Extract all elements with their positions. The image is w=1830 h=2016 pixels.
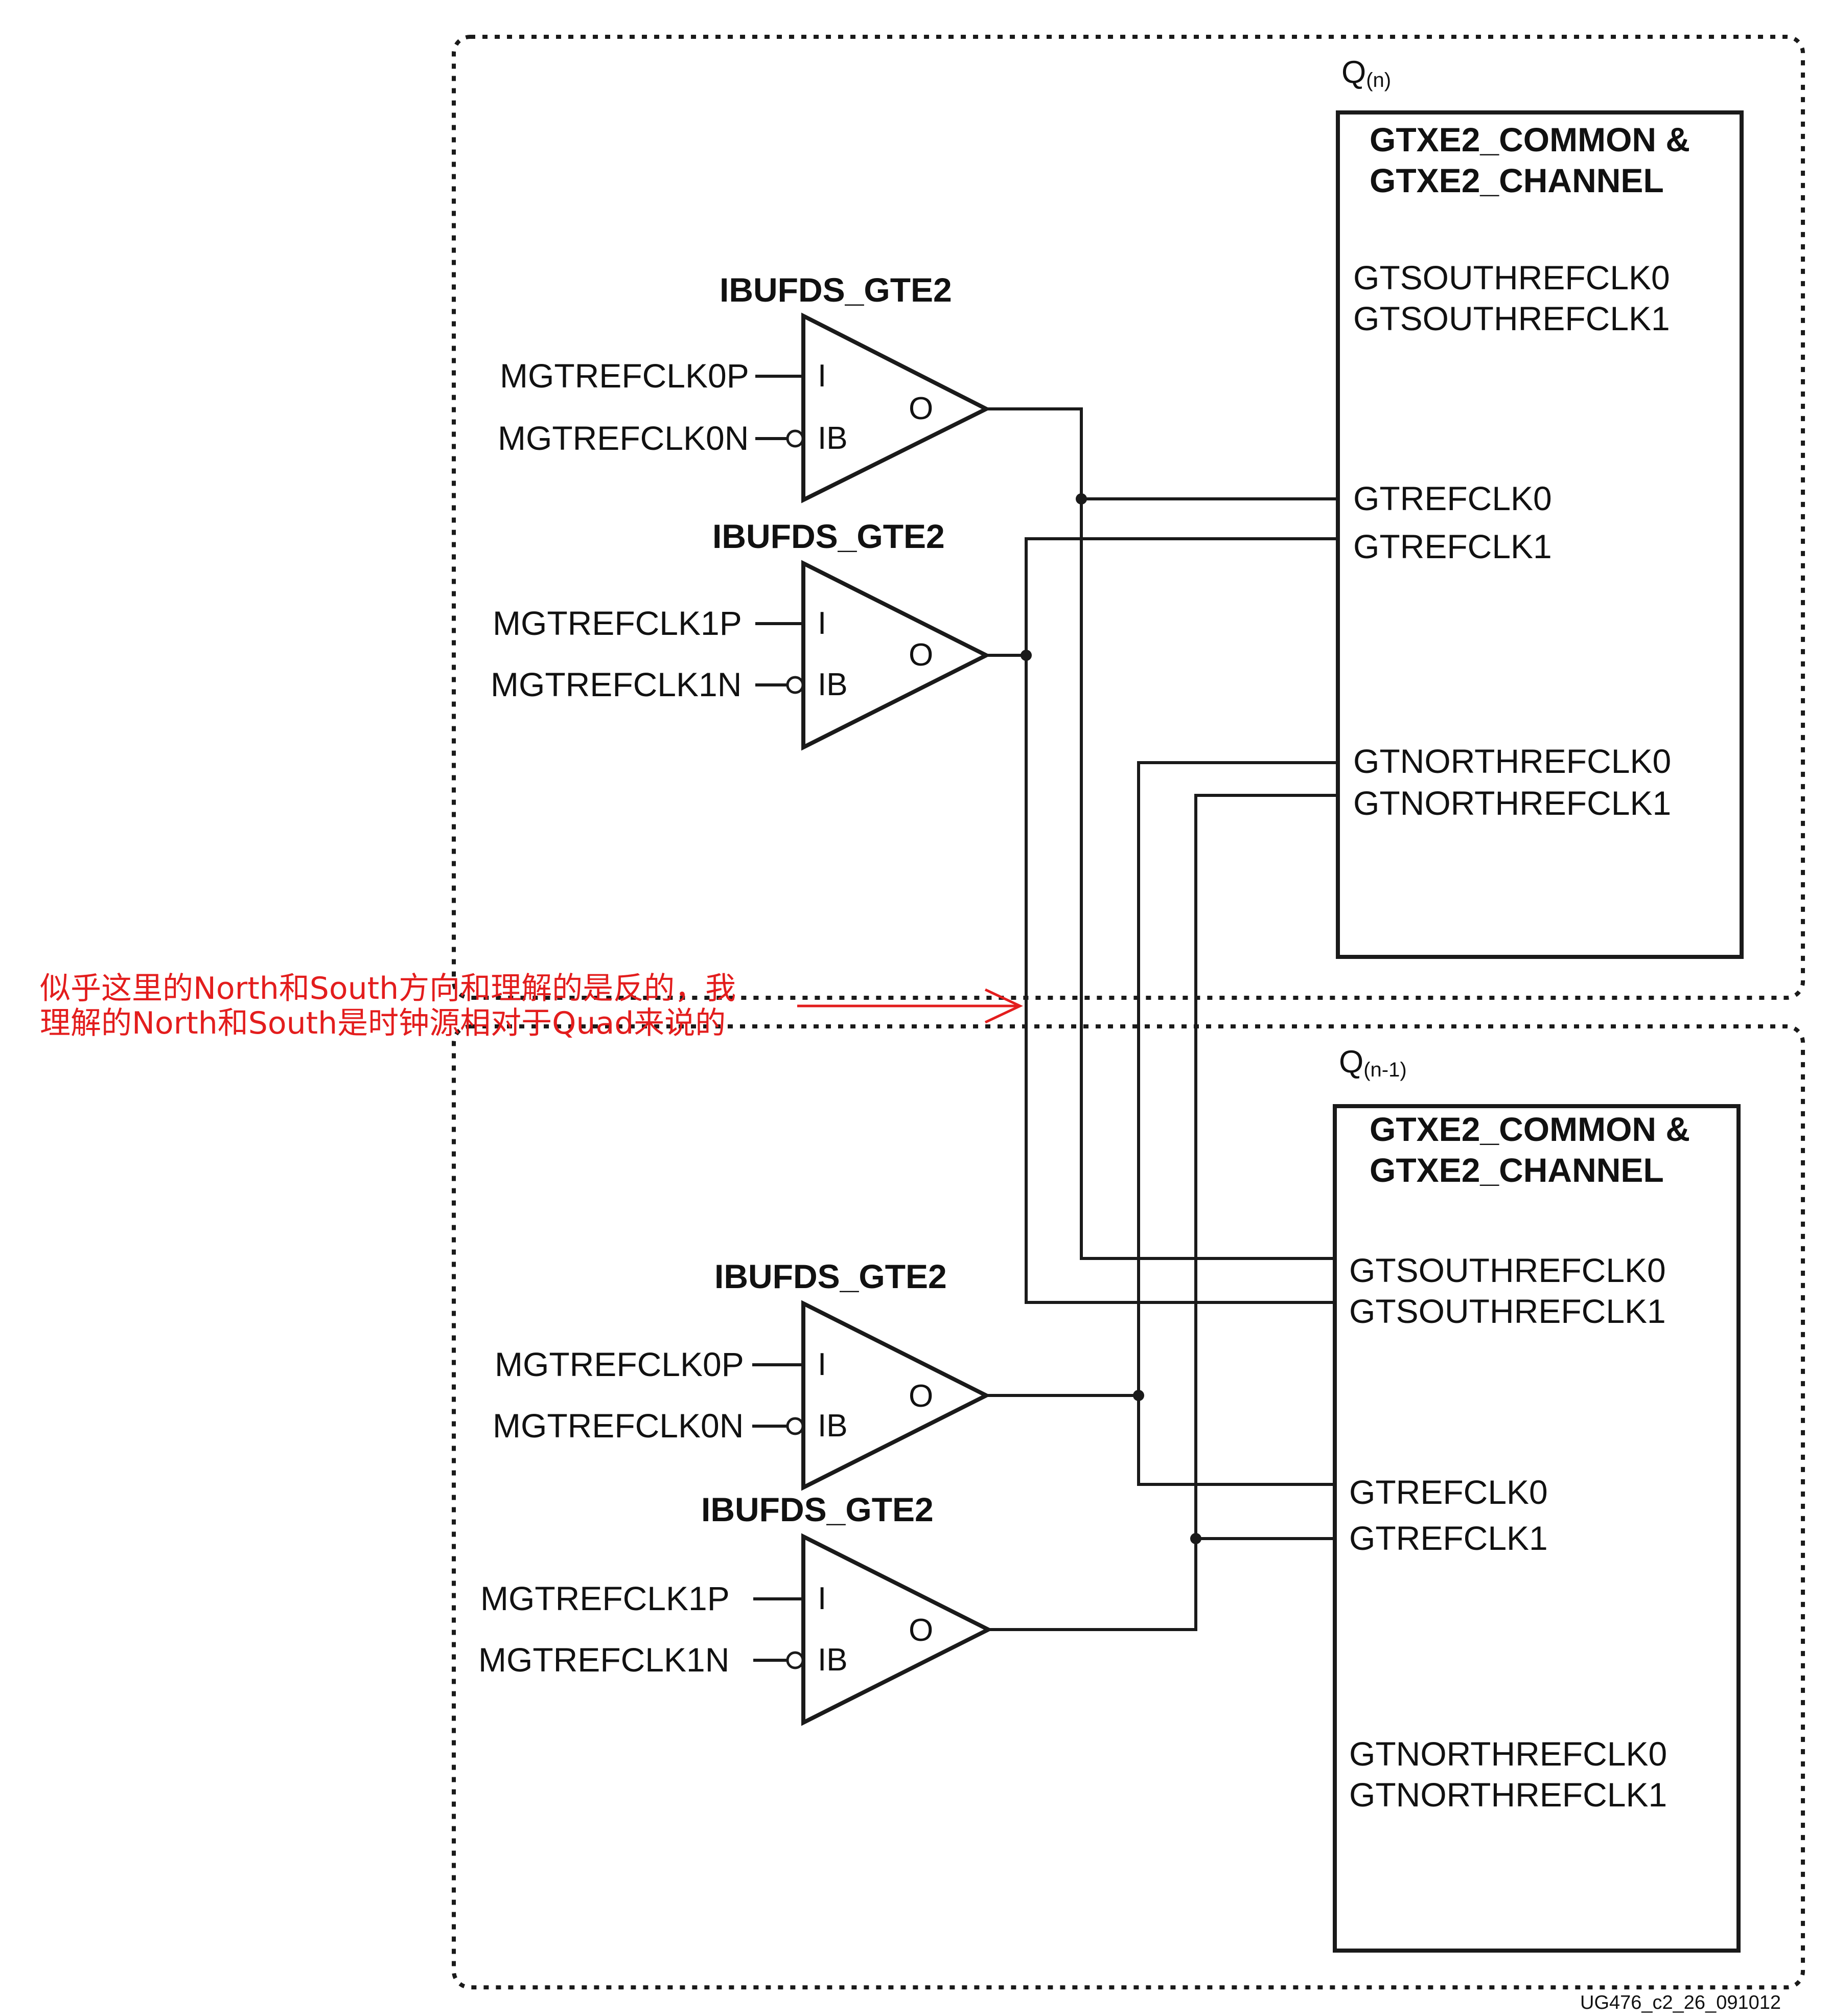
port-lower-gtnorthrefclk1: GTNORTHREFCLK1 xyxy=(1349,1776,1667,1814)
input-mgtrefclk0p: MGTREFCLK0P xyxy=(495,1345,744,1383)
ibufds-lower-1-title: IBUFDS_GTE2 xyxy=(701,1491,934,1528)
quad-n-1-label: Q(n-1) xyxy=(1339,1044,1407,1081)
pin-ib: IB xyxy=(818,667,848,702)
port-lower-gtrefclk1: GTREFCLK1 xyxy=(1349,1519,1548,1557)
junction-dot xyxy=(1133,1390,1144,1401)
input-mgtrefclk1p: MGTREFCLK1P xyxy=(493,604,742,642)
port-upper-gtrefclk0: GTREFCLK0 xyxy=(1353,479,1552,517)
port-upper-gtsouthrefclk0: GTSOUTHREFCLK0 xyxy=(1353,259,1670,296)
wire-upper-refclk0-net xyxy=(986,407,1335,1260)
port-upper-gtsouthrefclk1: GTSOUTHREFCLK1 xyxy=(1353,300,1670,337)
pin-i: I xyxy=(818,606,826,641)
gtxe2-block-lower-title-2: GTXE2_CHANNEL xyxy=(1370,1151,1664,1189)
buffer-triangle xyxy=(801,312,991,503)
buffer-triangle xyxy=(801,1533,993,1726)
input-mgtrefclk1n: MGTREFCLK1N xyxy=(478,1641,729,1679)
inversion-bubble xyxy=(786,1651,804,1669)
ibufds-lower-0: IBUFDS_GTE2 MGTREFCLK0P MGTREFCLK0N I IB… xyxy=(493,1257,991,1491)
port-lower-gtrefclk0: GTREFCLK0 xyxy=(1349,1473,1548,1511)
annotation-note: 似乎这里的North和South方向和理解的是反的，我 理解的North和Sou… xyxy=(40,971,1023,1041)
gtxe2-block-upper-title-2: GTXE2_CHANNEL xyxy=(1370,162,1664,199)
ibufds-upper-1: IBUFDS_GTE2 MGTREFCLK1P MGTREFCLK1N I IB… xyxy=(491,517,991,751)
inversion-bubble xyxy=(786,429,804,448)
gtxe2-block-lower xyxy=(1333,1104,1741,1953)
pin-o: O xyxy=(909,1379,933,1414)
gtxe2-block-upper-title-1: GTXE2_COMMON & xyxy=(1370,121,1690,158)
quad-n-label: Q(n) xyxy=(1341,55,1391,91)
annotation-arrow-head xyxy=(984,988,1023,1024)
quad-n-border xyxy=(452,35,1805,1000)
pin-o: O xyxy=(909,1613,933,1648)
quad-n-1-border xyxy=(452,1024,1805,1989)
port-upper-gtnorthrefclk0: GTNORTHREFCLK0 xyxy=(1353,742,1671,780)
pin-o: O xyxy=(909,637,933,673)
wire-lower-refclk1-net xyxy=(988,794,1338,1631)
figure-id: UG476_c2_26_091012 xyxy=(1580,1992,1781,2013)
port-upper-gtrefclk1: GTREFCLK1 xyxy=(1353,528,1552,565)
pin-ib: IB xyxy=(818,421,848,456)
ibufds-upper-0-title: IBUFDS_GTE2 xyxy=(720,271,952,309)
input-mgtrefclk0n: MGTREFCLK0N xyxy=(498,419,749,457)
port-lower-gtsouthrefclk1: GTSOUTHREFCLK1 xyxy=(1349,1292,1666,1330)
ibufds-upper-1-title: IBUFDS_GTE2 xyxy=(712,517,945,555)
inversion-bubble xyxy=(786,1417,804,1435)
pin-i: I xyxy=(818,1347,826,1382)
port-upper-gtnorthrefclk1: GTNORTHREFCLK1 xyxy=(1353,784,1671,822)
input-mgtrefclk0p: MGTREFCLK0P xyxy=(500,357,749,395)
inversion-bubble xyxy=(786,676,804,694)
ibufds-upper-0: IBUFDS_GTE2 MGTREFCLK0P MGTREFCLK0N I IB… xyxy=(498,271,991,503)
buffer-triangle xyxy=(801,560,991,751)
pin-i: I xyxy=(818,1581,826,1616)
input-mgtrefclk1p: MGTREFCLK1P xyxy=(480,1579,730,1617)
annotation-line-1: 似乎这里的North和South方向和理解的是反的，我 xyxy=(40,971,736,1006)
input-mgtrefclk1n: MGTREFCLK1N xyxy=(491,666,742,703)
annotation-line-2: 理解的North和South是时钟源相对于Quad来说的 xyxy=(40,1005,726,1041)
junction-dot xyxy=(1190,1533,1201,1544)
pin-o: O xyxy=(909,391,933,426)
wire-lower-refclk0-net xyxy=(1137,761,1338,1486)
pin-ib: IB xyxy=(818,1408,848,1444)
input-mgtrefclk0n: MGTREFCLK0N xyxy=(493,1407,744,1445)
port-lower-gtsouthrefclk0: GTSOUTHREFCLK0 xyxy=(1349,1251,1666,1289)
junction-dot xyxy=(1076,493,1087,505)
gtxe2-block-upper xyxy=(1336,110,1744,959)
ibufds-lower-1: IBUFDS_GTE2 MGTREFCLK1P MGTREFCLK1N I IB… xyxy=(478,1491,993,1726)
buffer-triangle xyxy=(801,1300,991,1491)
clock-routing xyxy=(986,407,1338,1631)
port-lower-gtnorthrefclk0: GTNORTHREFCLK0 xyxy=(1349,1735,1667,1773)
wire-upper-gtrefclk1 xyxy=(1025,537,1338,1304)
junction-dot xyxy=(1021,650,1032,661)
pin-ib: IB xyxy=(818,1642,848,1678)
gtxe2-block-lower-title-1: GTXE2_COMMON & xyxy=(1370,1110,1690,1148)
ibufds-lower-0-title: IBUFDS_GTE2 xyxy=(714,1257,947,1295)
pin-i: I xyxy=(818,358,826,394)
